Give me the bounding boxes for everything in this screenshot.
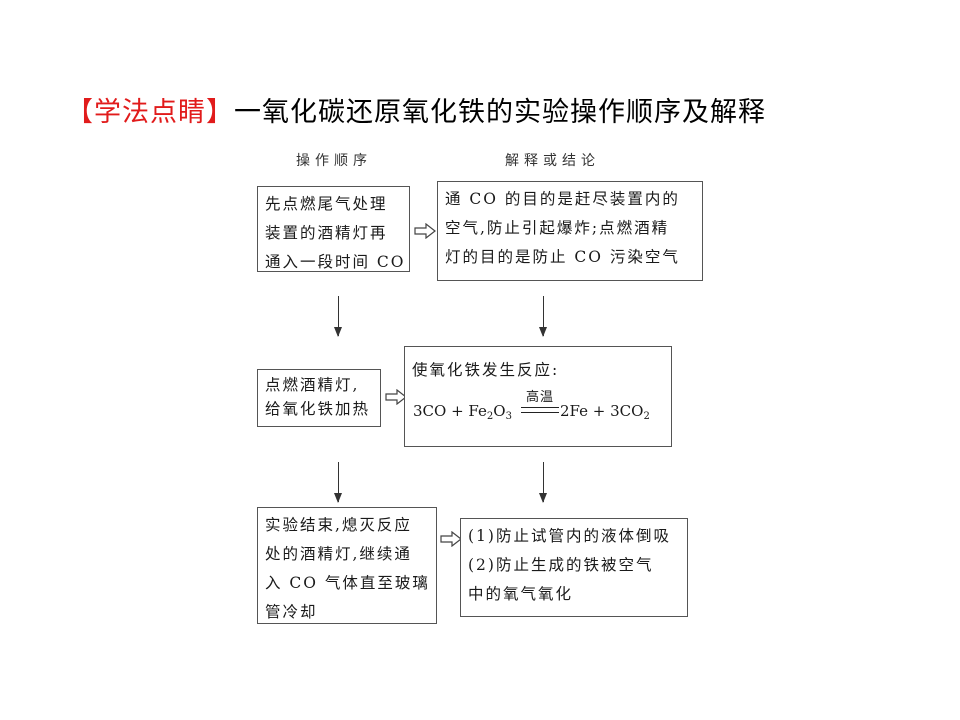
hollow-arrow-right-icon xyxy=(385,389,407,405)
explanation-1-line-1: 通 CO 的目的是赶尽装置内的 xyxy=(445,190,680,208)
explanation-box-3: (1)防止试管内的液体倒吸 (2)防止生成的铁被空气 中的氧气氧化 xyxy=(460,518,688,617)
reaction-equation-left: 3CO + Fe2O3 xyxy=(413,402,512,422)
operation-3-line-1: 实验结束,熄灭反应 xyxy=(265,516,412,534)
hollow-arrow-right-icon xyxy=(414,223,436,239)
title-tag: 【学法点睛】 xyxy=(66,97,234,128)
operation-3-line-3: 入 CO 气体直至玻璃 xyxy=(265,574,430,592)
header-explanation: 解释或结论 xyxy=(505,153,600,169)
operation-1-line-3: 通入一段时间 CO xyxy=(265,253,406,271)
operation-3-line-2: 处的酒精灯,继续通 xyxy=(265,545,412,563)
equation-oxygen: O xyxy=(493,402,506,420)
hollow-arrow-right-icon xyxy=(440,531,462,547)
equation-double-line xyxy=(521,407,559,413)
header-operation-order: 操作顺序 xyxy=(296,153,372,169)
explanation-3-line-3: 中的氧气氧化 xyxy=(468,585,574,603)
operation-2-line-2: 给氧化铁加热 xyxy=(265,400,371,418)
explanation-3-line-2: (2)防止生成的铁被空气 xyxy=(468,556,654,574)
operation-box-2: 点燃酒精灯, 给氧化铁加热 xyxy=(257,369,381,427)
operation-1-line-2: 装置的酒精灯再 xyxy=(265,224,388,242)
operation-1-line-1: 先点燃尾气处理 xyxy=(265,195,388,213)
explanation-1-line-3: 灯的目的是防止 CO 污染空气 xyxy=(445,248,680,266)
operation-3-line-4: 管冷却 xyxy=(265,603,318,621)
equation-sub-o: 3 xyxy=(505,411,512,422)
equation-reactants: 3CO + Fe xyxy=(413,402,487,420)
equation-products: 2Fe + 3CO xyxy=(560,402,644,420)
reaction-condition: 高温 xyxy=(526,390,555,405)
down-arrow-left-1 xyxy=(334,296,342,337)
down-arrow-right-2 xyxy=(539,462,547,503)
explanation-box-1: 通 CO 的目的是赶尽装置内的 空气,防止引起爆炸;点燃酒精 灯的目的是防止 C… xyxy=(437,181,703,281)
operation-box-1: 先点燃尾气处理 装置的酒精灯再 通入一段时间 CO xyxy=(257,186,410,272)
operation-2-line-1: 点燃酒精灯, xyxy=(265,376,360,394)
explanation-1-line-2: 空气,防止引起爆炸;点燃酒精 xyxy=(445,219,670,237)
down-arrow-right-1 xyxy=(539,296,547,337)
page-title: 【学法点睛】一氧化碳还原氧化铁的实验操作顺序及解释 xyxy=(66,90,766,129)
explanation-3-line-1: (1)防止试管内的液体倒吸 xyxy=(468,527,671,545)
reaction-equation-right: 2Fe + 3CO2 xyxy=(560,402,650,422)
equation-sub-co2: 2 xyxy=(643,411,650,422)
explanation-box-2: 使氧化铁发生反应: xyxy=(404,346,672,447)
operation-box-3: 实验结束,熄灭反应 处的酒精灯,继续通 入 CO 气体直至玻璃 管冷却 xyxy=(257,507,437,624)
explanation-2-line-1: 使氧化铁发生反应: xyxy=(412,361,560,379)
title-text: 一氧化碳还原氧化铁的实验操作顺序及解释 xyxy=(234,97,766,128)
equation-sub-fe: 2 xyxy=(486,411,494,422)
down-arrow-left-2 xyxy=(334,462,342,503)
